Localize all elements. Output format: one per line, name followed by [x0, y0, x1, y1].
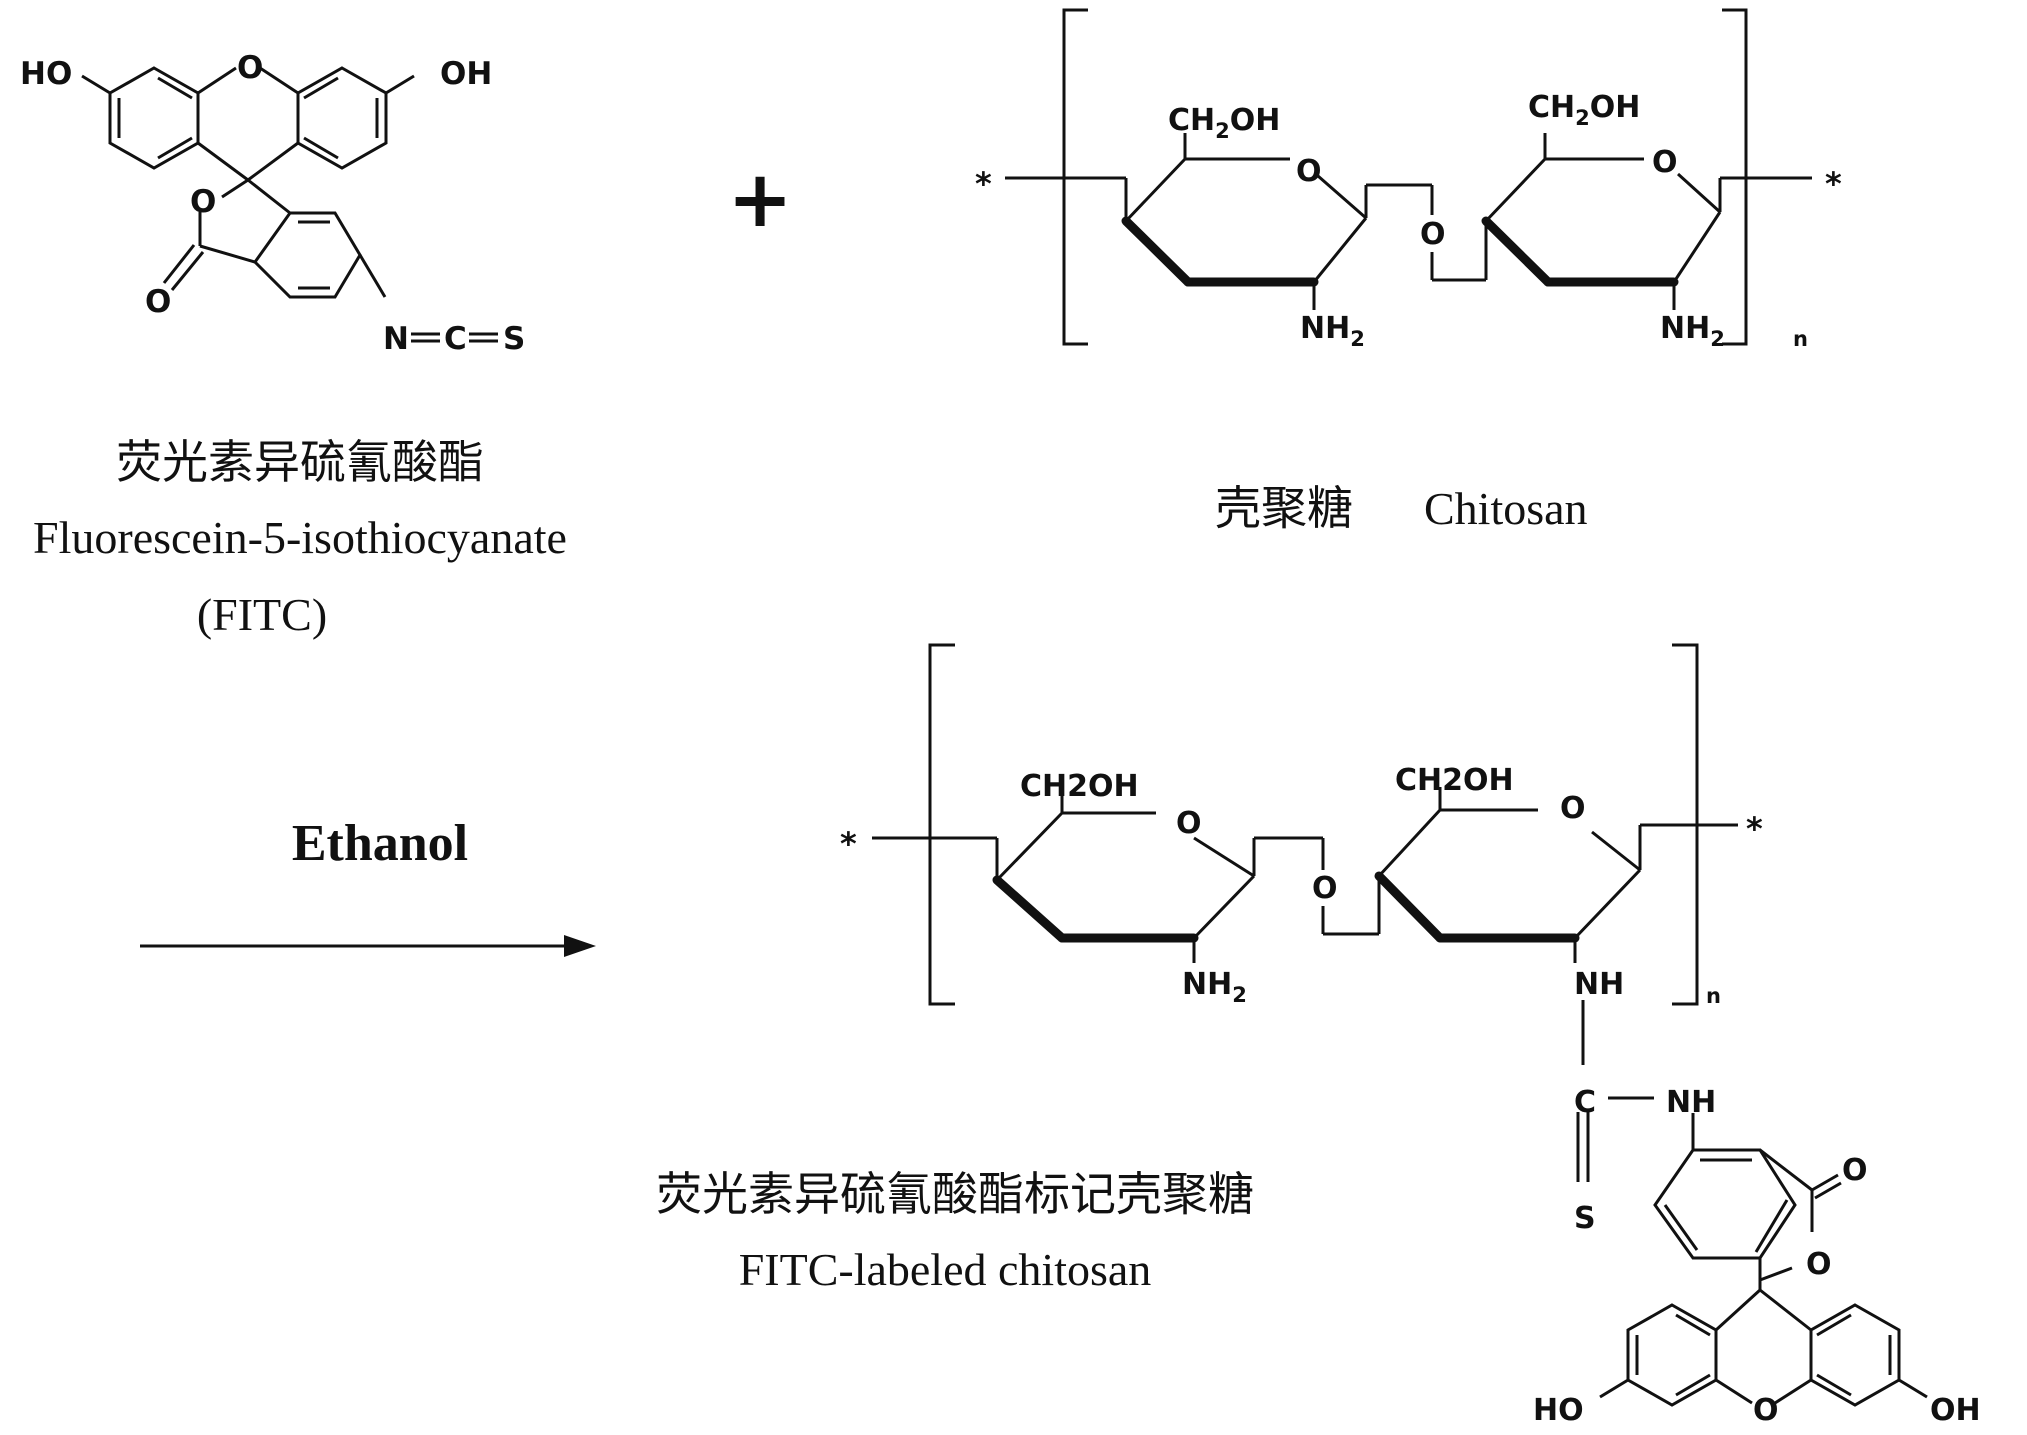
- fitc-lactone-o-label: O: [190, 184, 216, 220]
- product-oh: OH: [1930, 1393, 1981, 1428]
- fitc-ho-label: HO: [20, 56, 72, 92]
- chitosan-ring-o-1: O: [1296, 154, 1322, 189]
- product-carbonyl-o: O: [1842, 1153, 1868, 1188]
- product-structure: * * CH2OH CH2OH O O O NH2 NH n C NH S O …: [840, 645, 1981, 1428]
- product-ch2oh-1: CH2OH: [1020, 769, 1139, 804]
- chitosan-structure: * * CH2OH CH2OH O O O NH2 NH2 n: [975, 10, 1842, 351]
- product-link-o: O: [1312, 871, 1338, 906]
- chitosan-repeat-n: n: [1793, 327, 1808, 351]
- product-caption-cn: 荧光素异硫氰酸酯标记壳聚糖: [656, 1169, 1254, 1220]
- arrowhead-icon: [564, 935, 596, 957]
- fitc-n-label: N: [383, 321, 409, 357]
- reaction-condition: Ethanol: [292, 815, 468, 872]
- chitosan-nh2-1: NH2: [1300, 311, 1365, 351]
- fitc-caption-en: Fluorescein-5-isothiocyanate: [33, 512, 567, 563]
- fitc-oh-label: OH: [440, 56, 492, 92]
- product-nh2: NH2: [1182, 967, 1247, 1007]
- product-thiourea-c: C: [1574, 1085, 1596, 1120]
- product-ring-o-1: O: [1176, 806, 1202, 841]
- fitc-bridge-o-label: O: [237, 50, 263, 86]
- fitc-carbonyl-o-label: O: [145, 284, 171, 320]
- chitosan-star-left: *: [975, 165, 992, 203]
- product-ch2oh-2: CH2OH: [1395, 763, 1514, 798]
- product-star-right: *: [1746, 810, 1763, 848]
- chitosan-ring-o-2: O: [1652, 145, 1678, 180]
- product-nh: NH: [1574, 967, 1624, 1002]
- product-bridge-o: O: [1753, 1393, 1779, 1428]
- fitc-c-label: C: [444, 321, 467, 357]
- chitosan-ch2oh-1: CH2OH: [1168, 103, 1280, 143]
- plus-sign: +: [727, 155, 792, 245]
- chitosan-ch2oh-2: CH2OH: [1528, 90, 1640, 130]
- fitc-s-label: S: [503, 321, 525, 357]
- product-thiourea-s: S: [1574, 1201, 1596, 1236]
- product-lactone-o: O: [1806, 1247, 1832, 1282]
- fitc-caption-cn: 荧光素异硫氰酸酯: [116, 437, 484, 488]
- fitc-structure: HO OH O O O N C S: [20, 50, 525, 357]
- chitosan-star-right: *: [1825, 165, 1842, 203]
- product-repeat-n: n: [1706, 984, 1721, 1008]
- chitosan-caption-en: Chitosan: [1424, 483, 1588, 534]
- product-star-left: *: [840, 825, 857, 863]
- chitosan-link-o: O: [1420, 217, 1446, 252]
- product-thiourea-nh: NH: [1666, 1085, 1716, 1120]
- product-ring-o-2: O: [1560, 791, 1586, 826]
- chitosan-caption-cn: 壳聚糖: [1215, 483, 1353, 534]
- chitosan-nh2-2: NH2: [1660, 311, 1725, 351]
- product-caption-en: FITC-labeled chitosan: [739, 1244, 1152, 1295]
- fitc-caption-abbr: (FITC): [197, 589, 327, 640]
- product-ho: HO: [1533, 1393, 1584, 1428]
